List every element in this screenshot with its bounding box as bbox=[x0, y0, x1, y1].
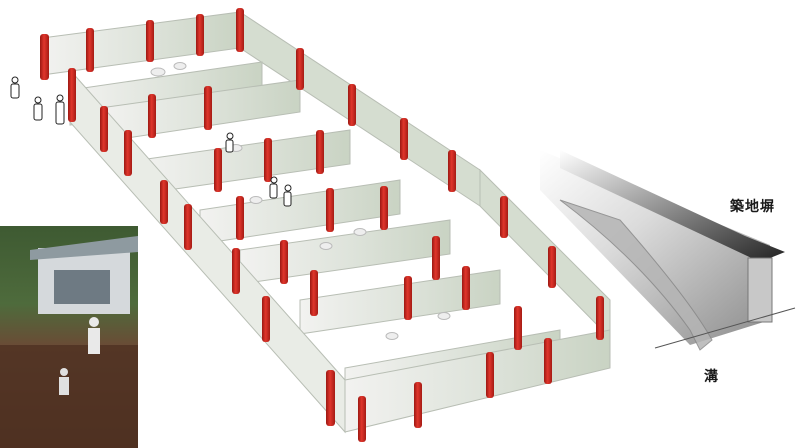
excavation-photo bbox=[0, 226, 138, 448]
human-figure-icon bbox=[55, 94, 65, 125]
courtyard-object bbox=[150, 67, 166, 77]
courtyard-object bbox=[173, 62, 187, 70]
pillar bbox=[316, 130, 324, 174]
photo-person bbox=[88, 328, 100, 354]
pillar bbox=[232, 248, 240, 294]
building-complex bbox=[10, 8, 611, 442]
pillar bbox=[548, 246, 556, 288]
people-group bbox=[10, 76, 292, 207]
courtyard-object bbox=[353, 228, 367, 236]
pillar bbox=[148, 94, 156, 138]
pillar bbox=[404, 276, 412, 320]
wall-panel bbox=[41, 11, 241, 76]
pillar bbox=[500, 196, 508, 238]
pillar bbox=[264, 138, 272, 182]
photo-person bbox=[89, 317, 99, 327]
pillar bbox=[262, 296, 270, 342]
ground-line bbox=[654, 307, 796, 349]
courtyard-objects bbox=[150, 62, 451, 340]
earthen-wall-body bbox=[540, 150, 770, 345]
label-ditch: 溝 bbox=[704, 369, 719, 385]
label-earthen-wall: 築地塀 bbox=[730, 199, 775, 215]
pillar bbox=[414, 382, 422, 428]
pillar bbox=[432, 236, 440, 280]
pillar bbox=[68, 68, 76, 122]
pillar bbox=[380, 186, 388, 230]
pillar bbox=[196, 14, 204, 56]
pillar bbox=[236, 8, 244, 52]
pillar bbox=[214, 148, 222, 192]
pillar bbox=[400, 118, 408, 160]
pillar bbox=[86, 28, 94, 72]
human-figure-icon bbox=[283, 184, 292, 207]
earthen-wall-diagram bbox=[540, 150, 796, 351]
courtyard-object bbox=[385, 332, 399, 340]
photo-person bbox=[59, 377, 69, 395]
pillar bbox=[146, 20, 154, 62]
pillar bbox=[236, 196, 244, 240]
pillar bbox=[326, 370, 335, 426]
pillar bbox=[596, 296, 604, 340]
earthen-wall-roof bbox=[560, 150, 785, 262]
wall-panel bbox=[299, 269, 501, 335]
pillar bbox=[124, 130, 132, 176]
pillar bbox=[160, 180, 168, 224]
photo-trench bbox=[0, 345, 138, 448]
photo-window bbox=[54, 270, 110, 304]
pillar bbox=[514, 306, 522, 350]
pillars bbox=[40, 8, 604, 442]
pillar bbox=[280, 240, 288, 284]
pillar bbox=[544, 338, 552, 384]
human-figure-icon bbox=[33, 96, 43, 121]
courtyard-object bbox=[249, 196, 263, 204]
pillar bbox=[486, 352, 494, 398]
human-figure-icon bbox=[10, 76, 20, 99]
pillar bbox=[326, 188, 334, 232]
pillar bbox=[310, 270, 318, 316]
pillar bbox=[100, 106, 108, 152]
photo-person bbox=[60, 368, 68, 376]
human-figure-icon bbox=[269, 176, 278, 199]
photo-roof bbox=[30, 236, 138, 260]
pillar bbox=[462, 266, 470, 310]
pillar bbox=[204, 86, 212, 130]
courtyard-object bbox=[437, 312, 451, 320]
ditch bbox=[559, 199, 713, 351]
pillar bbox=[348, 84, 356, 126]
pillar bbox=[448, 150, 456, 192]
pillar bbox=[184, 204, 192, 250]
pillar bbox=[40, 34, 49, 80]
human-figure-icon bbox=[225, 132, 234, 153]
pillar bbox=[358, 396, 366, 442]
courtyard-object bbox=[319, 242, 333, 250]
pillar bbox=[296, 48, 304, 90]
earthen-wall-end bbox=[747, 257, 773, 323]
